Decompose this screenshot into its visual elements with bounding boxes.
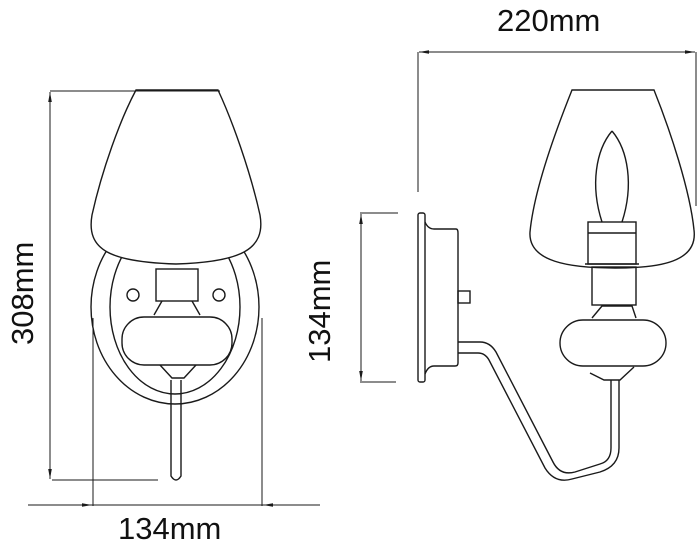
- front-width-label: 134mm: [118, 511, 222, 546]
- collar-top: [153, 300, 201, 316]
- side-stem: [591, 266, 637, 306]
- candle-bulb: [595, 130, 629, 223]
- front-view: [28, 89, 320, 507]
- backplate-height-label: 134mm: [302, 259, 337, 363]
- lamp-holder: [155, 268, 199, 302]
- screw-hole-left: [126, 288, 140, 302]
- front-height-label: 308mm: [5, 241, 40, 345]
- side-projection-label: 220mm: [497, 3, 601, 38]
- collar-bottom: [159, 364, 197, 379]
- arm-stem: [170, 380, 182, 481]
- decorative-knob: [121, 316, 233, 366]
- bulb-holder: [587, 221, 637, 265]
- arm-inner: [458, 352, 620, 481]
- knob-collar-top: [591, 305, 637, 319]
- side-glass-shade: [529, 89, 695, 269]
- side-view: [359, 50, 697, 481]
- side-knob: [559, 319, 667, 367]
- glass-shade: [90, 89, 262, 265]
- switch-stub: [457, 290, 471, 304]
- backbox: [424, 221, 459, 375]
- arm-outer: [458, 341, 612, 474]
- knob-collar-bottom: [589, 366, 635, 381]
- screw-hole-right: [212, 288, 226, 302]
- wall-plate: [417, 212, 426, 383]
